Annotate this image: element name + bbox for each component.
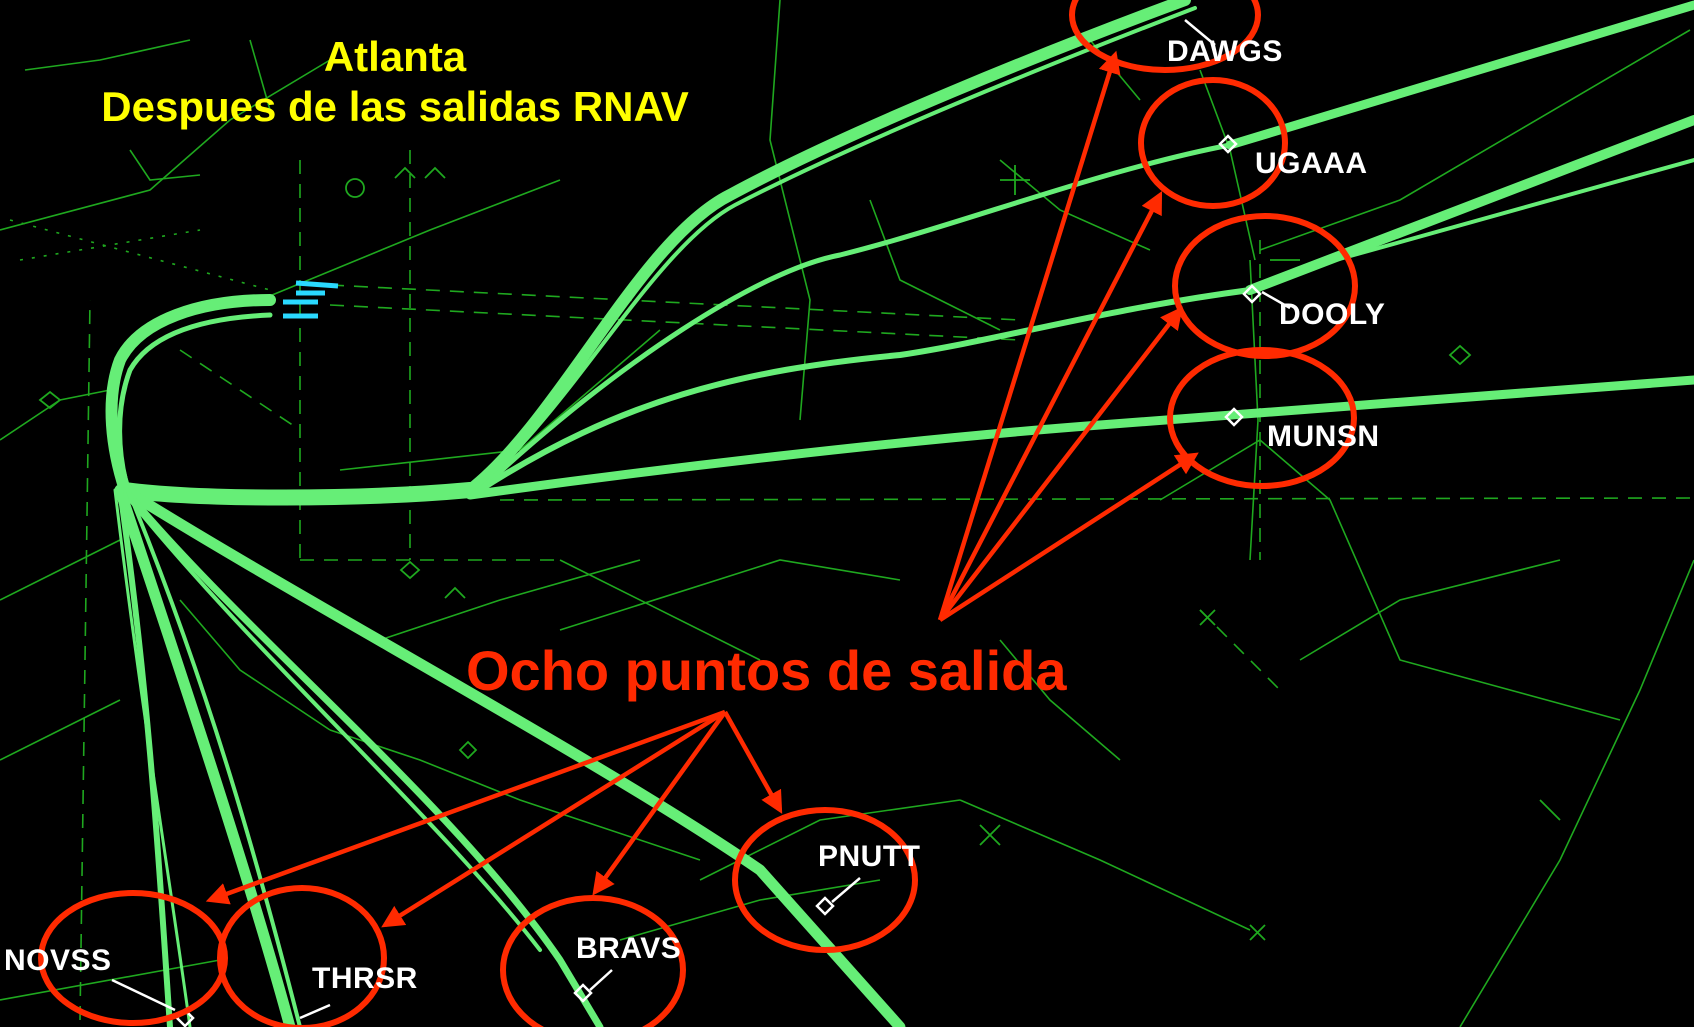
waypoint-leader-dawgs — [1184, 19, 1216, 46]
arrow-to-pnutt — [723, 710, 783, 814]
waypoint-label-dooly: DOOLY — [1279, 298, 1386, 331]
runway-markers — [283, 280, 339, 319]
waypoint-marker-dooly — [1242, 284, 1262, 304]
circle-novss — [38, 890, 228, 1026]
waypoint-label-munsn: MUNSN — [1267, 420, 1380, 453]
circle-pnutt — [732, 807, 918, 953]
arrow-to-dawgs — [937, 50, 1121, 621]
waypoint-label-thrsr: THRSR — [312, 962, 418, 995]
arrow-to-ugaaa — [938, 191, 1163, 622]
video-map-dotted-lines — [9, 219, 271, 291]
waypoint-leader-bravs — [589, 969, 613, 991]
waypoint-leader-thrsr — [299, 1003, 331, 1020]
waypoint-marker-pnutt — [815, 896, 835, 916]
waypoint-label-pnutt: PNUTT — [818, 840, 921, 873]
map-symbols — [38, 165, 1561, 941]
waypoint-marker-ugaaa — [1218, 134, 1238, 154]
departure-tracks — [105, 0, 1694, 1027]
map-title: Atlanta Despues de las salidas RNAV — [0, 32, 790, 132]
waypoint-leader-pnutt — [831, 877, 861, 903]
circle-thrsr — [217, 885, 387, 1027]
arrow-to-thrsr — [381, 710, 727, 928]
circle-munsn — [1167, 347, 1357, 489]
circle-bravs — [500, 895, 686, 1027]
waypoint-leader-dooly — [1261, 290, 1291, 310]
circle-dooly — [1172, 213, 1358, 359]
waypoint-marker-munsn — [1224, 407, 1244, 427]
arrow-to-munsn — [938, 452, 1199, 622]
title-line-2: Despues de las salidas RNAV — [101, 83, 689, 130]
waypoint-label-bravs: BRAVS — [576, 932, 682, 965]
circle-ugaaa — [1138, 77, 1288, 209]
arrow-to-dooly — [938, 306, 1183, 622]
annotation-arrows — [205, 50, 1199, 928]
circle-dawgs — [1069, 0, 1261, 73]
departure-points-callout: Ocho puntos de salida — [466, 639, 1067, 702]
title-line-1: Atlanta — [323, 33, 467, 80]
waypoint-marker-bravs — [573, 983, 593, 1003]
waypoint-label-ugaaa: UGAAA — [1255, 147, 1368, 180]
annotation-circles — [38, 0, 1358, 1027]
arrow-to-novss — [205, 709, 726, 905]
arrow-to-bravs — [592, 710, 727, 896]
waypoint-label-novss: NOVSS — [4, 944, 112, 977]
waypoint-label-dawgs: DAWGS — [1167, 35, 1283, 68]
waypoint-leader-novss — [111, 978, 176, 1012]
waypoint-symbols — [111, 19, 1291, 1027]
